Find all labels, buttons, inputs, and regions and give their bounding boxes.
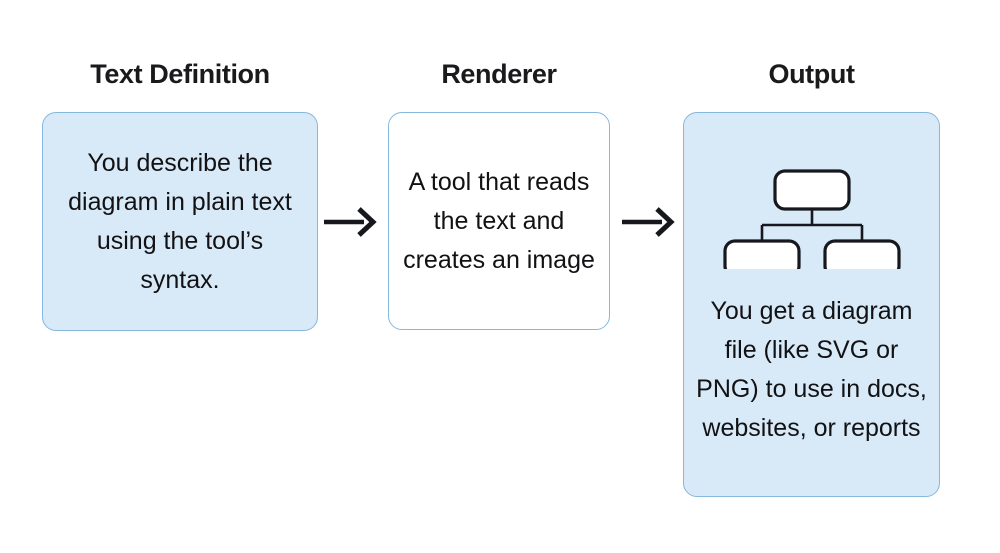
arrow-right-icon	[322, 203, 382, 246]
stage-heading-output: Output	[768, 59, 855, 89]
stage-body-output: You get a diagram file (like SVG or PNG)…	[696, 297, 927, 442]
stage-heading-text-definition: Text Definition	[90, 59, 270, 89]
stage-body-text-definition: You describe the diagram in plain text u…	[68, 148, 292, 294]
stage-box-output: You get a diagram file (like SVG or PNG)…	[683, 112, 940, 497]
stage-heading-renderer: Renderer	[441, 59, 557, 89]
stage-box-renderer: A tool that reads the text and creates a…	[388, 112, 610, 330]
org-chart-icon	[717, 139, 907, 278]
stage-box-text-definition: You describe the diagram in plain text u…	[42, 112, 318, 331]
arrow-right-icon	[620, 203, 680, 246]
stage-body-renderer: A tool that reads the text and creates a…	[403, 167, 595, 274]
